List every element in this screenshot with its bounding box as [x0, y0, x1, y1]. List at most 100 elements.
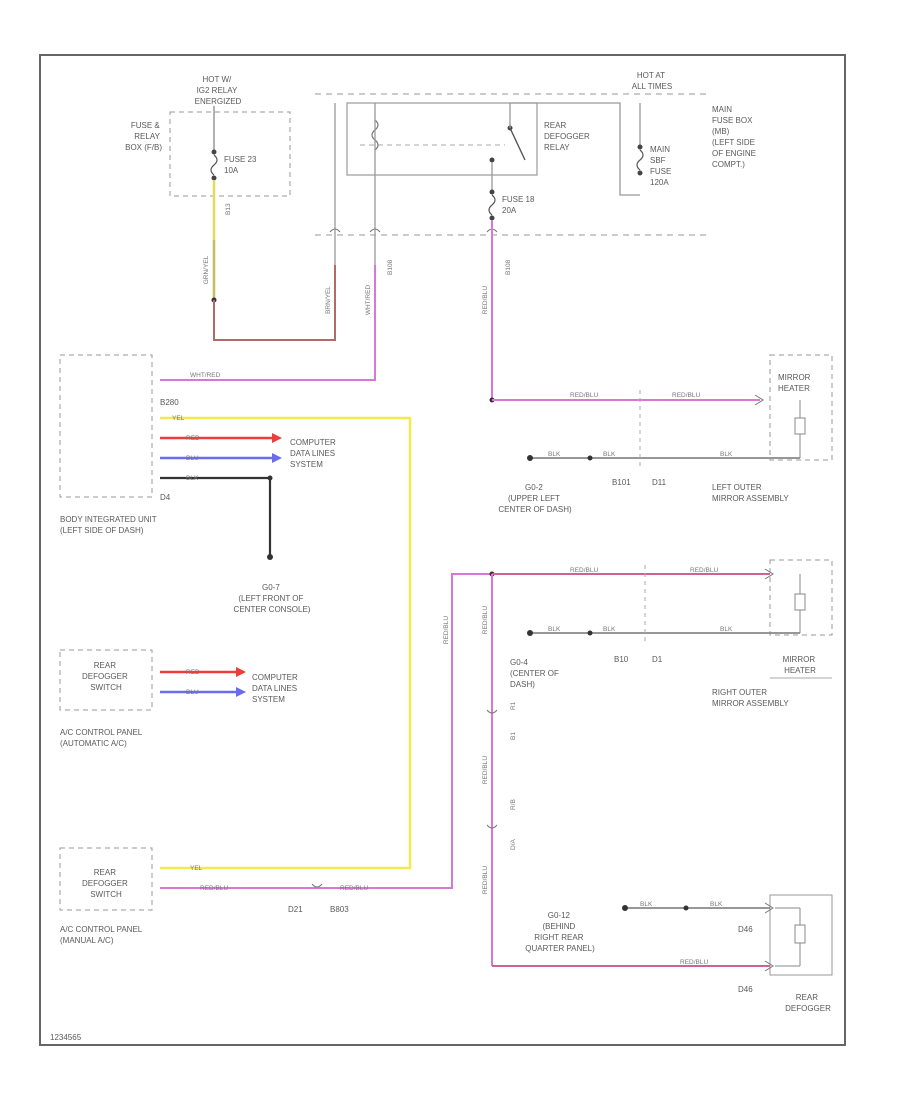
body-integrated-unit-label: BODY INTEGRATED UNIT (LEFT SIDE OF DASH) [60, 515, 159, 535]
right-ground-wire-label-b: BLK [603, 626, 616, 633]
right-mirror-outline [769, 559, 833, 636]
right-ground-wire-label-a: BLK [548, 626, 561, 633]
b108-label-b: B108 [505, 259, 512, 275]
hot-all-times-label: HOT AT ALL TIMES [632, 71, 672, 91]
left-outer-mirror-label: LEFT OUTER MIRROR ASSEMBLY [712, 483, 789, 503]
ac-manual-label: A/C CONTROL PANEL (MANUAL A/C) [60, 925, 144, 945]
vertical-connector-label-d: D/A [510, 839, 517, 851]
connector-icon [311, 883, 323, 888]
arrow-icon [764, 960, 774, 972]
rear-defogger-switch-manual-label: REAR DEFOGGER SWITCH [82, 868, 130, 899]
arrow-icon [236, 687, 246, 697]
heater-feed-wire-color: RED/BLU [482, 286, 489, 314]
d4-label: D4 [160, 493, 171, 502]
arrow-icon [764, 568, 774, 580]
b13-connector-label: B13 [225, 203, 232, 215]
vertical-connector-label-c: R/B [510, 799, 517, 810]
b108-label-a: B108 [387, 259, 394, 275]
ground-icon [622, 905, 628, 911]
fuse-icon [636, 144, 644, 176]
rear-feed-wire-label-b: RED/BLU [482, 756, 489, 784]
battery-feed-wire [509, 102, 640, 196]
rear-feed-wire-label-a: RED/BLU [482, 606, 489, 634]
connector-icon [486, 709, 498, 714]
heater-element-icon [775, 907, 806, 967]
fuse23-label: FUSE 23 10A [224, 155, 259, 175]
ground-wire-body-unit [160, 476, 272, 555]
main-fuse-box-label: MAIN FUSE BOX (MB) (LEFT SIDE OF ENGINE … [712, 105, 758, 169]
ground-icon [527, 630, 533, 636]
fuse-icon [210, 149, 218, 181]
relay-coil-icon [371, 119, 379, 151]
rear-feed-wire-label-c: RED/BLU [482, 866, 489, 894]
ig2-to-relay-wire [213, 265, 336, 341]
body-integrated-unit-outline [59, 354, 153, 498]
red-wire-label-1: RED [186, 435, 200, 442]
splice-icon [587, 630, 593, 636]
d46-label-a: D46 [738, 925, 753, 934]
relay-switch-icon [489, 125, 526, 163]
arrow-icon [272, 453, 282, 463]
right-ground-wire-label-c: BLK [720, 626, 733, 633]
splice-icon [587, 455, 593, 461]
splice-icon [683, 905, 689, 911]
yellow-switch-wire [160, 416, 412, 870]
connector-icon [486, 824, 498, 829]
body-unit-feed-wire [160, 265, 376, 381]
blue-wire-label-2: BLU [186, 689, 199, 696]
relay-coil-wire-color: BRN/YEL [325, 286, 332, 314]
connector-icon [369, 228, 381, 233]
b13-wire-color: GRN/YEL [203, 255, 210, 284]
left-ground-wire-label-c: BLK [720, 451, 733, 458]
d11-label: D11 [652, 478, 667, 487]
left-ground-wire-label-b: BLK [603, 451, 616, 458]
arrow-icon [764, 902, 774, 914]
fuse18-label: FUSE 18 20A [502, 195, 537, 215]
heater-element-icon [794, 574, 806, 633]
blue-wire-label-1: BLU [186, 455, 199, 462]
switch-to-heater-wire [160, 573, 492, 889]
computer-data-lines-label-2: COMPUTER DATA LINES SYSTEM [252, 673, 300, 704]
ground-icon [267, 554, 273, 560]
right-mirror-wire-label-b: RED/BLU [690, 567, 718, 574]
mirror-heater-right-label: MIRROR HEATER [783, 655, 818, 675]
d46-label-b: D46 [738, 985, 753, 994]
ac-auto-panel-outline [59, 649, 153, 711]
yellow-wire-label-a: YEL [172, 415, 185, 422]
right-outer-mirror-label: RIGHT OUTER MIRROR ASSEMBLY [712, 688, 789, 708]
yellow-wire-label-b: YEL [190, 865, 203, 872]
rear-ground-wire-label-b: BLK [710, 901, 723, 908]
body-unit-feed-wire-label: WHT/RED [190, 372, 221, 379]
arrow-icon [754, 394, 764, 406]
switch-wire-label-c: RED/BLU [443, 616, 450, 644]
g012-label: G0-12 (BEHIND RIGHT REAR QUARTER PANEL) [525, 911, 595, 953]
rear-defogger-switch-auto-label: REAR DEFOGGER SWITCH [82, 661, 130, 692]
vertical-connector-label-b: B1 [510, 732, 517, 740]
body-unit-feed-wire-color: WHT/RED [365, 285, 372, 316]
rear-defogger-relay-box [346, 102, 538, 176]
heater-element-icon [794, 400, 806, 458]
fuse-relay-box-outline [169, 111, 291, 197]
main-sbf-label: MAIN SBF FUSE 120A [650, 145, 674, 187]
fuse-relay-box-label: FUSE & RELAY BOX (F/B) [125, 121, 162, 152]
left-mirror-wire-color-b: RED/BLU [672, 392, 700, 399]
black-wire-label-1: BLK [186, 475, 199, 482]
splice-icon [267, 475, 273, 481]
computer-data-lines-label-1: COMPUTER DATA LINES SYSTEM [290, 438, 338, 469]
rear-defogger-label: REAR DEFOGGER [785, 993, 831, 1013]
b101-label: B101 [612, 478, 631, 487]
switch-wire-label-a: RED/BLU [200, 885, 228, 892]
fuse-icon [488, 189, 496, 221]
rear-ground-wire-label-a: BLK [640, 901, 653, 908]
red-wire-label-2: RED [186, 669, 200, 676]
diagram-id-footer: 1234565 [50, 1033, 82, 1042]
arrow-icon [272, 433, 282, 443]
b10-label: B10 [614, 655, 629, 664]
rear-defogger-outline [769, 894, 833, 976]
vertical-connector-label-a: R1 [510, 701, 517, 710]
g02-label: G0-2 (UPPER LEFT CENTER OF DASH) [498, 483, 572, 514]
g07-label: G0-7 (LEFT FRONT OF CENTER CONSOLE) [234, 583, 311, 614]
left-mirror-wire-color-a: RED/BLU [570, 392, 598, 399]
d1-label: D1 [652, 655, 663, 664]
ground-icon [527, 455, 533, 461]
